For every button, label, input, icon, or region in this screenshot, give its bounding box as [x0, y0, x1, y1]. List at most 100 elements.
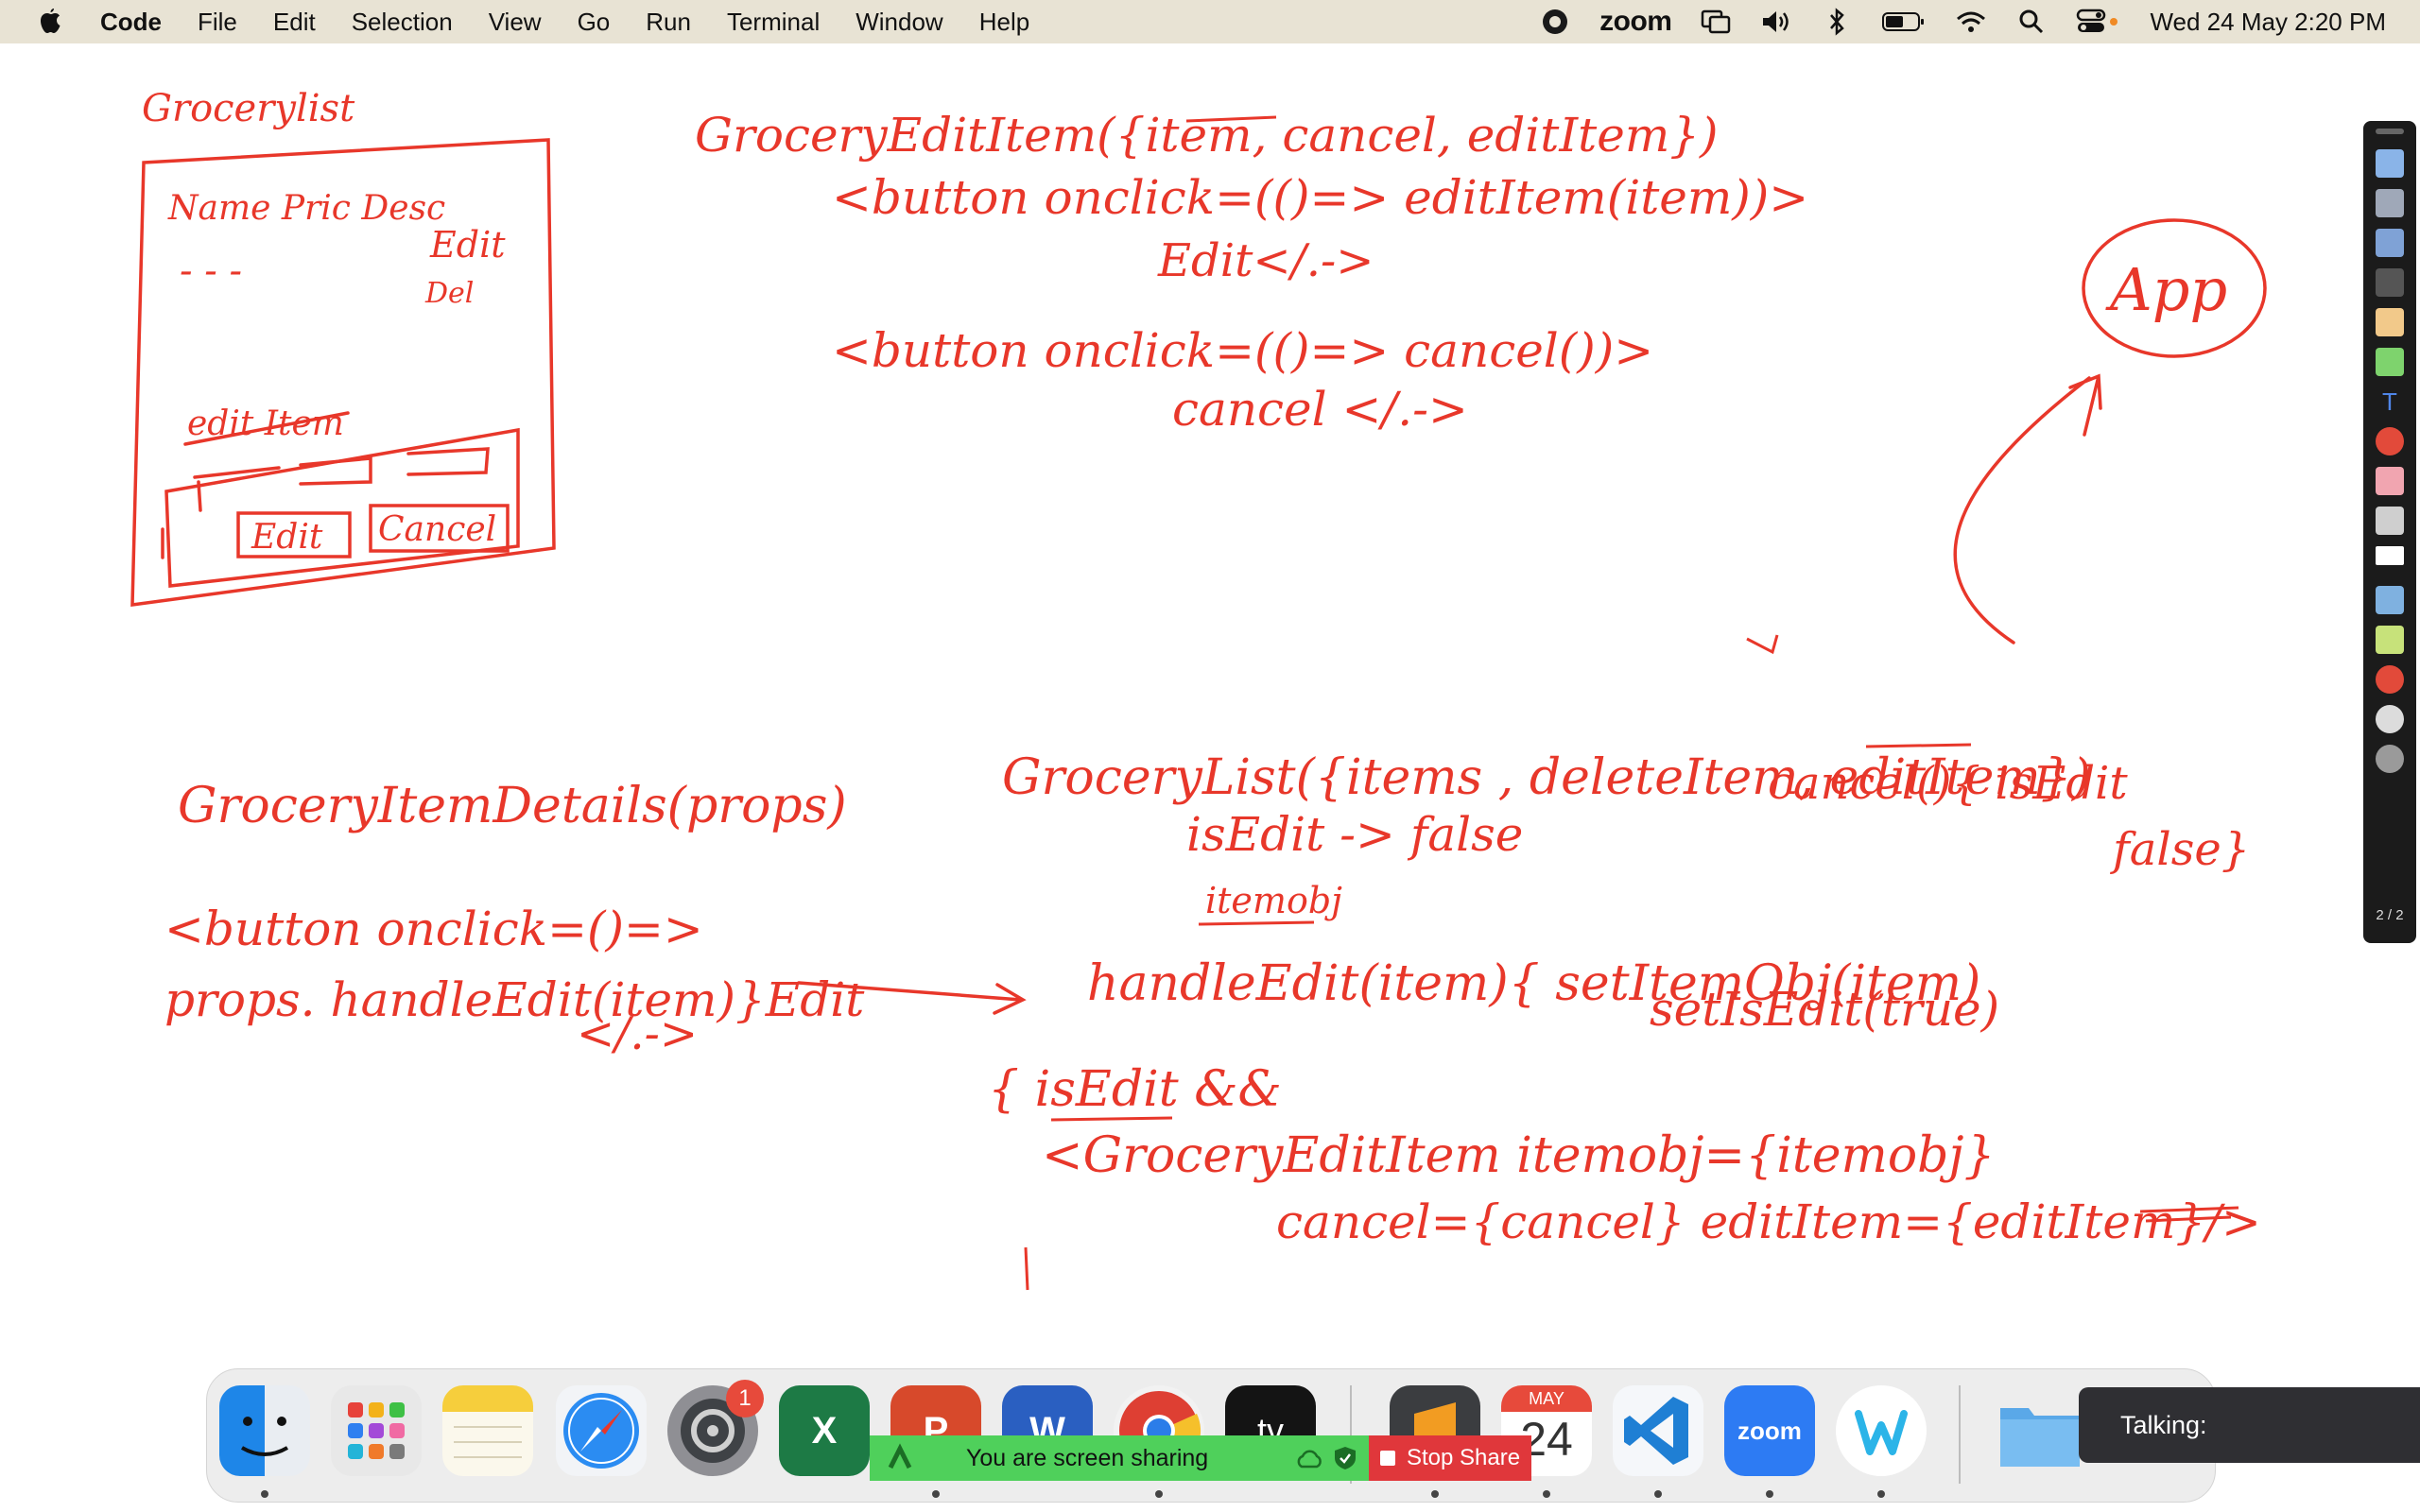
app-label: App [2105, 255, 2227, 324]
grocery-list-line-4: handleEdit(item){ setItemObj(item) [1087, 955, 1980, 1012]
spotlight-search-icon[interactable] [2015, 8, 2048, 36]
arrow-tool-icon[interactable] [2376, 507, 2404, 535]
dock-separator-2 [1959, 1385, 1961, 1484]
menu-bar-status-area: zoom Wed 24 May 2:20 PM [1539, 0, 2386, 43]
sketch-edit-item-title: edit Item [187, 404, 344, 443]
menu-run[interactable]: Run [646, 7, 691, 36]
security-shield-icon [1335, 1447, 1356, 1469]
stop-icon [1379, 1451, 1395, 1466]
menu-go[interactable]: Go [577, 7, 611, 36]
menu-window[interactable]: Window [856, 7, 943, 36]
edit-item-line-1: GroceryEditItem({item, cancel, editItem}… [695, 108, 1719, 163]
vscode-running-indicator [1654, 1490, 1662, 1498]
sketch-title: Grocerylist [142, 87, 355, 130]
sketch-edit-label: Edit [429, 224, 506, 266]
edit-item-line-4: <button onclick=(()=> cancel())> [832, 323, 1653, 378]
text-icon[interactable]: T [2382, 387, 2397, 416]
select-tool-icon[interactable] [2376, 189, 2404, 217]
menu-file[interactable]: File [198, 7, 237, 36]
format-icon[interactable] [2376, 546, 2404, 565]
webex-icon[interactable] [1836, 1385, 1927, 1476]
cancel-fn-line-2: false} [2110, 823, 2250, 876]
grocery-list-line-2: isEdit -> false [1186, 807, 1523, 862]
vscode-icon[interactable] [1613, 1385, 1703, 1476]
zoom-running-indicator [1766, 1490, 1773, 1498]
highlighter-icon[interactable] [2376, 348, 2404, 376]
underline-itemobj [1198, 920, 1315, 926]
pencil-icon[interactable] [2376, 308, 2404, 336]
menu-edit[interactable]: Edit [272, 7, 316, 36]
toolbar-grip-icon[interactable] [2376, 129, 2404, 134]
drag-handle-icon[interactable] [881, 1439, 919, 1477]
system-settings-icon[interactable] [667, 1385, 758, 1476]
underline-isedit [1050, 1116, 1173, 1122]
item-details-line-3: props. handleEdit(item)}Edit [164, 972, 865, 1027]
line-tool-icon[interactable] [2376, 586, 2404, 614]
draw-tool-icon[interactable] [2376, 268, 2404, 297]
menu-view[interactable]: View [488, 7, 542, 36]
spotlight-icon[interactable] [2376, 665, 2404, 694]
menu-bar-clock[interactable]: Wed 24 May 2:20 PM [2150, 7, 2386, 36]
stop-share-button[interactable]: Stop Share [1369, 1435, 1531, 1481]
settings-notification-badge: 1 [726, 1380, 764, 1418]
notes-icon[interactable] [442, 1385, 533, 1476]
volume-icon[interactable] [1760, 8, 1792, 36]
app-bubble [2082, 218, 2267, 358]
page-indicator[interactable]: 2 / 2 [2376, 907, 2404, 923]
wifi-icon[interactable] [1955, 8, 1987, 36]
excel-icon[interactable]: X [779, 1385, 870, 1476]
dock-separator [1350, 1385, 1352, 1484]
battery-icon[interactable] [1881, 8, 1927, 36]
app-name-menu[interactable]: Code [100, 7, 162, 36]
finder-icon[interactable] [219, 1385, 310, 1476]
edit-item-line-2: <button onclick=(()=> editItem(item))> [832, 170, 1808, 225]
zoom-menu-label[interactable]: zoom [1599, 6, 1672, 37]
bluetooth-icon[interactable] [1821, 8, 1853, 36]
control-center-icon[interactable] [2076, 8, 2121, 36]
powerpoint-running-indicator [932, 1490, 940, 1498]
text-tool-icon[interactable] [2376, 229, 2404, 257]
app-arrow [1953, 373, 2102, 644]
item-details-line-4: </.-> [577, 1007, 698, 1060]
underline-item [1185, 115, 1277, 123]
settings-gear-icon[interactable] [2376, 745, 2404, 773]
grocery-list-line-6: { isEdit && [988, 1061, 1282, 1118]
finder-running-indicator [261, 1490, 268, 1498]
eraser-icon[interactable] [2376, 467, 2404, 495]
stamp-icon[interactable] [2376, 626, 2404, 654]
shapes-icon[interactable] [2376, 427, 2404, 455]
calendar-running-indicator [1543, 1490, 1550, 1498]
sketch-row-dashes: - - - [180, 249, 242, 293]
sketch-columns: Name Pric Desc [167, 189, 445, 228]
menu-terminal[interactable]: Terminal [726, 7, 821, 36]
annotation-toolbar: T 2 / 2 [2363, 121, 2416, 943]
grocery-list-line-5: setIsEdit(true) [1650, 982, 1999, 1037]
grocery-list-line-1: GroceryList({items , deleteItem, editIte… [1002, 749, 2091, 806]
talking-indicator: Talking: [2079, 1387, 2420, 1463]
calendar-icon[interactable]: MAY 24 [1501, 1385, 1592, 1476]
underline-edititem [2139, 1206, 2239, 1223]
menu-help[interactable]: Help [978, 7, 1030, 36]
menu-selection[interactable]: Selection [351, 7, 453, 36]
sketch-edit-button: Edit [251, 518, 323, 557]
apple-icon[interactable] [36, 6, 64, 38]
underline-edititem-top [1746, 634, 1972, 748]
mouse-tool-icon[interactable] [2376, 149, 2404, 178]
webex-running-indicator [1877, 1490, 1885, 1498]
safari-icon[interactable] [556, 1385, 647, 1476]
downloads-folder-icon[interactable] [1995, 1385, 2085, 1476]
sharing-status-text: You are screen sharing [966, 1444, 1209, 1471]
zoom-app-icon[interactable]: zoom [1724, 1385, 1815, 1476]
calendar-month: MAY [1501, 1385, 1592, 1412]
camera-icon[interactable] [2376, 705, 2404, 733]
cancel-fn-line-1: cancel(){ isEdit [1768, 757, 2128, 810]
sharing-status[interactable]: You are screen sharing [870, 1435, 1369, 1481]
cloud-icon [1297, 1450, 1322, 1469]
zoom-status-icon[interactable] [1539, 8, 1571, 36]
screen-mirroring-icon[interactable] [1700, 8, 1732, 36]
item-details-line-1: GroceryItemDetails(props) [178, 778, 847, 834]
sublime-running-indicator [1431, 1490, 1439, 1498]
whiteboard-canvas[interactable]: Grocerylist Name Pric Desc - - - Edit De… [0, 43, 2420, 1512]
launchpad-icon[interactable] [331, 1385, 422, 1476]
sketch-cancel-button: Cancel [378, 510, 496, 549]
